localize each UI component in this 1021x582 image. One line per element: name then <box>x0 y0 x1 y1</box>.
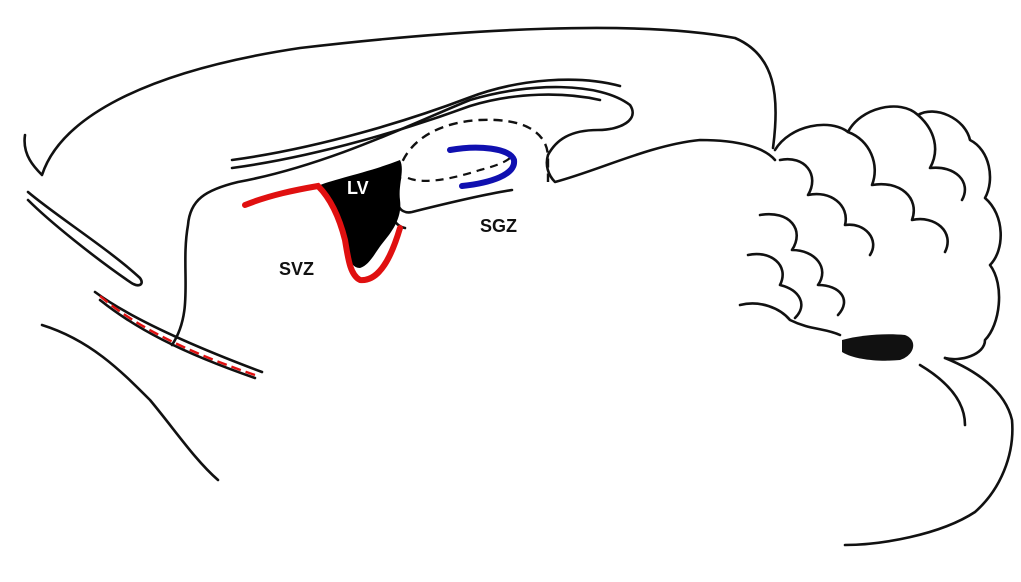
hippocampus-lower-loop <box>396 178 512 212</box>
rms-red-dashed <box>100 296 258 376</box>
lv-label: LV <box>347 178 369 198</box>
brainstem-outline <box>845 358 1012 545</box>
sgz-region <box>450 148 514 186</box>
olfactory-line-1 <box>28 192 142 285</box>
brainstem-inner <box>920 365 965 425</box>
cerebellum-lower-lobe <box>740 303 840 335</box>
svz-label: SVZ <box>279 259 314 279</box>
fourth-ventricle-mark <box>842 334 913 360</box>
cortex-outline <box>25 28 776 175</box>
hippocampus-dashed-outline <box>398 120 548 182</box>
cerebellum-folia-3 <box>918 115 965 200</box>
cerebellum-outline <box>775 107 1001 360</box>
corpus-callosum-line-lower <box>232 95 600 168</box>
sgz-label: SGZ <box>480 216 517 236</box>
cerebellum-folia-1 <box>780 159 873 255</box>
cerebellum-folia-2 <box>848 132 948 252</box>
cerebellum-folia-4 <box>760 214 844 315</box>
cortex-inner-boundary <box>172 87 775 345</box>
brain-base-outline <box>42 325 218 480</box>
